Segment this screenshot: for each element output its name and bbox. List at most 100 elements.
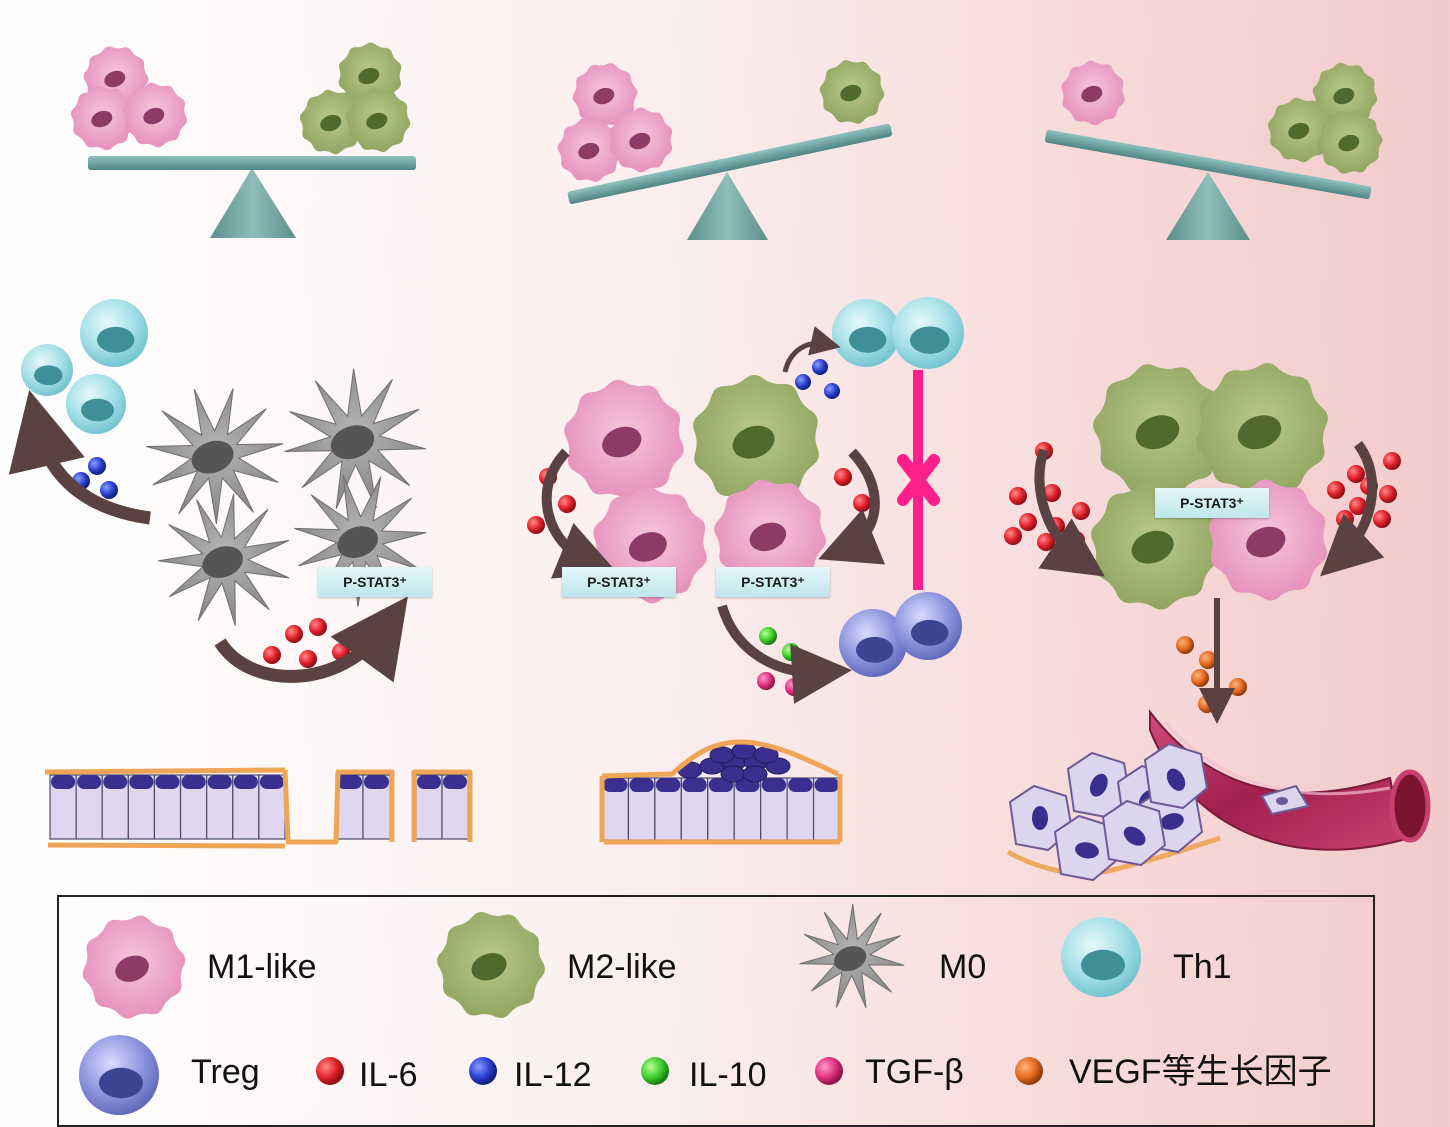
legend-label-vegf: VEGF等生长因子: [1069, 1053, 1332, 1091]
pstat3-label-m0: P-STAT3⁺: [318, 567, 432, 597]
hyperplastic-cell: [742, 765, 768, 783]
arrow-il6-left: [1034, 448, 1105, 577]
legend-label-m1: M1-like: [207, 948, 317, 986]
epithelial-cell: [707, 777, 735, 841]
pstat3-label-m1-left: P-STAT3⁺: [562, 567, 676, 597]
seesaw-fulcrum: [687, 172, 768, 240]
treg-cell: [894, 592, 962, 660]
m1-macrophage: [572, 63, 638, 127]
il6-bead: [1379, 485, 1397, 503]
hyperplastic-cell: [720, 765, 746, 783]
arrow-to-treg: [717, 604, 852, 704]
th1-cell: [66, 374, 126, 434]
hyperplastic-cell: [709, 746, 735, 764]
il6-bead: [1004, 527, 1022, 545]
il12-bead: [795, 374, 811, 390]
arrow-il6-loop: [214, 596, 408, 683]
m0-macrophage: [146, 388, 284, 525]
treg-cell: [839, 609, 907, 677]
basement-membrane: [599, 739, 843, 845]
epithelial-cell: [441, 774, 469, 840]
m2-macrophage: [299, 89, 365, 155]
il6-bead: [1019, 513, 1037, 531]
m2-macrophage: [1267, 97, 1333, 163]
seesaw-tilted-left: [567, 123, 893, 240]
il6-bead: [1072, 502, 1090, 520]
legend-box: M1-like M2-like M0 Th1 Treg IL-6 IL-12 I…: [57, 895, 1375, 1127]
m1-macrophage: [123, 82, 187, 148]
legend-label-il6: IL-6: [359, 1056, 418, 1094]
tumor-cell: [1143, 742, 1209, 810]
il6-bead: [1349, 497, 1367, 515]
legend-label-tgfb: TGF-β: [865, 1053, 964, 1091]
epithelial-cell: [627, 777, 656, 841]
il6-bead: [1009, 487, 1027, 505]
epithelial-cell: [786, 777, 815, 841]
seesaw-beam: [567, 123, 893, 204]
vegf-bead: [1199, 651, 1217, 669]
epithelial-cell: [75, 774, 103, 840]
m2-macrophage: [1317, 110, 1383, 174]
seesaw-balanced: [88, 156, 416, 238]
vegf-bead: [1191, 669, 1209, 687]
epithelial-cell: [153, 774, 182, 840]
seesaw-fulcrum: [1166, 172, 1250, 240]
tgfb-bead: [757, 672, 775, 690]
hyperplastic-cell: [731, 742, 757, 760]
epithelial-cell: [362, 774, 391, 840]
il6-bead: [285, 625, 303, 643]
il6-bead: [309, 618, 327, 636]
m1-macrophage: [609, 107, 673, 173]
legend-label-m2: M2-like: [567, 948, 677, 986]
epithelial-cell: [415, 774, 443, 840]
seesaw-beam: [88, 156, 416, 170]
vegf-bead: [1229, 678, 1247, 696]
epithelial-cell: [258, 774, 286, 840]
il6-bead: [834, 468, 852, 486]
m2-macrophage: [693, 375, 819, 505]
epithelial-cell: [812, 777, 841, 841]
m2-macrophage: [345, 87, 411, 153]
legend-vegf-icon: [1015, 1057, 1043, 1085]
il10-bead: [759, 627, 777, 645]
m2-macrophage: [1093, 364, 1227, 496]
il6-bead: [1336, 510, 1354, 528]
arrow-il6-right: [1320, 441, 1385, 577]
arrow-to-th1: [8, 390, 151, 525]
legend-label-il10: IL-10: [689, 1056, 767, 1094]
epithelial-cell: [49, 774, 77, 840]
m2-macrophage: [1312, 62, 1378, 128]
tumor-cell: [1101, 799, 1167, 867]
arrow-to-th1-small: [782, 326, 841, 373]
legend-m1-icon: [82, 915, 186, 1019]
tumor-cell-cluster: [1006, 742, 1221, 882]
legend-label-m0: M0: [939, 948, 987, 986]
legend-tgfb-icon: [815, 1057, 843, 1085]
seesaw-beam: [1044, 129, 1372, 200]
m1-macrophage: [714, 479, 826, 591]
legend-il6-icon: [316, 1057, 344, 1085]
legend-m0-icon: [799, 904, 905, 1009]
vegf-bead: [1176, 636, 1194, 654]
seesaw-fulcrum: [210, 168, 296, 238]
il12-bead: [824, 383, 840, 399]
m0-macrophage: [284, 368, 426, 510]
th1-cell: [21, 344, 73, 396]
legend-treg-icon: [79, 1035, 159, 1115]
il6-bead: [299, 650, 317, 668]
m1-macrophage: [1061, 60, 1125, 126]
il6-bead: [527, 516, 545, 534]
legend-label-treg: Treg: [191, 1053, 260, 1091]
legend-label-il12: IL-12: [514, 1056, 592, 1094]
legend-il12-icon: [469, 1057, 497, 1085]
il6-bead: [1383, 452, 1401, 470]
il6-bead: [853, 494, 871, 512]
legend-th1-icon: [1061, 917, 1141, 997]
th1-cell: [832, 299, 900, 367]
cell-layer: [21, 42, 1401, 713]
m1-macrophage: [564, 379, 684, 501]
epithelial-cell: [127, 774, 156, 840]
epithelial-cell: [760, 777, 788, 841]
m2-macrophage: [1196, 363, 1328, 497]
